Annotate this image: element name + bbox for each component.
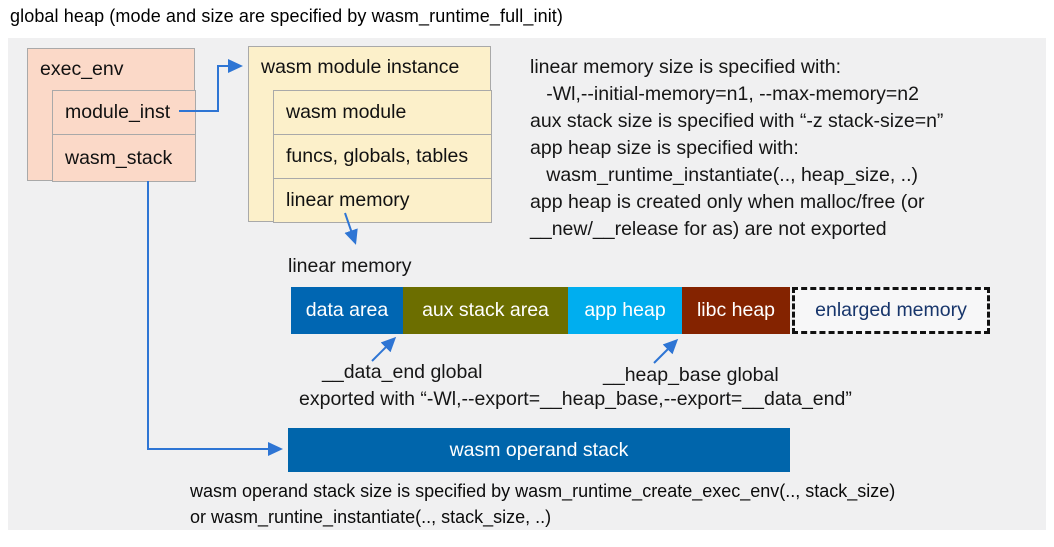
module-instance-field-funcs-globals-tables: funcs, globals, tables	[273, 134, 492, 179]
linear-memory-caption: linear memory	[288, 255, 412, 277]
note-line: linear memory size is specified with:	[530, 56, 842, 78]
segment-enlarged-memory: enlarged memory	[792, 287, 990, 334]
module-instance-title: wasm module instance	[261, 56, 460, 78]
segment-app-heap: app heap	[568, 287, 682, 334]
note-line: app heap size is specified with:	[530, 137, 799, 159]
module-instance-field-linear-memory: linear memory	[273, 178, 492, 223]
segment-data-area: data area	[291, 287, 403, 334]
note-line: app heap is created only when malloc/fre…	[530, 191, 925, 213]
exec-env-field-module-inst: module_inst	[52, 90, 196, 135]
size-notes: linear memory size is specified with: -W…	[530, 54, 943, 243]
exec-env-title: exec_env	[40, 58, 124, 80]
segment-libc-heap: libc heap	[682, 287, 790, 334]
diagram-title: global heap (mode and size are specified…	[10, 6, 563, 26]
export-flags-label: exported with “-Wl,--export=__heap_base,…	[299, 388, 852, 410]
operand-stack-notes: wasm operand stack size is specified by …	[190, 478, 895, 530]
footer-line: wasm operand stack size is specified by …	[190, 481, 896, 501]
note-line: aux stack size is specified with “-z sta…	[530, 110, 944, 132]
module-instance-field-wasm-module: wasm module	[273, 90, 492, 135]
note-line: -Wl,--initial-memory=n1, --max-memory=n2	[530, 83, 919, 105]
wasm-operand-stack-bar: wasm operand stack	[288, 428, 790, 472]
data-end-global-label: __data_end global	[322, 361, 483, 383]
module-instance-box: wasm module instance wasm module funcs, …	[248, 46, 492, 223]
footer-line: or wasm_runtine_instantiate(.., stack_si…	[190, 507, 552, 527]
segment-aux-stack-area: aux stack area	[403, 287, 568, 334]
note-line: __new/__release for as) are not exported	[530, 218, 887, 240]
exec-env-field-wasm-stack: wasm_stack	[52, 134, 196, 182]
exec-env-box: exec_env module_inst wasm_stack	[27, 48, 196, 182]
heap-base-global-label: __heap_base global	[603, 364, 779, 386]
note-line: wasm_runtime_instantiate(.., heap_size, …	[530, 164, 919, 186]
